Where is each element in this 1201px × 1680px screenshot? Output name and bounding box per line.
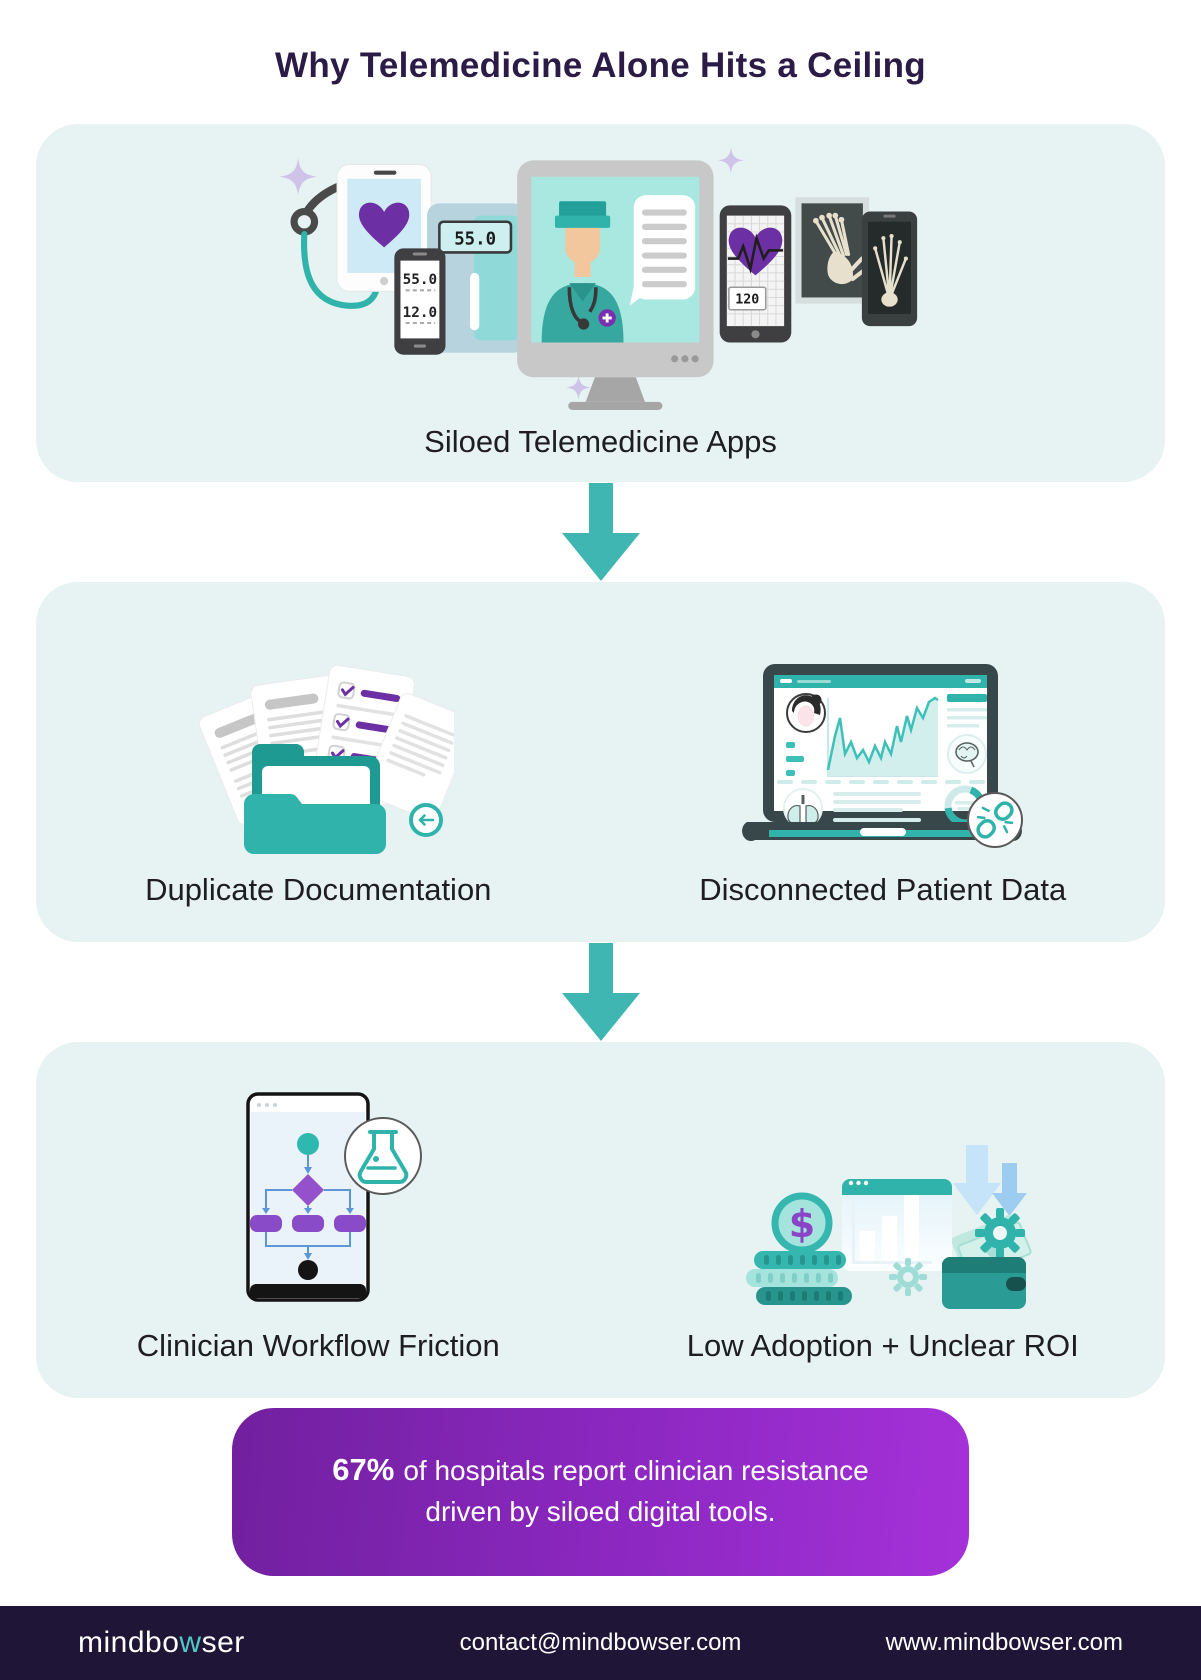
area-chart bbox=[826, 696, 939, 777]
website-link[interactable]: www.mindbowser.com bbox=[885, 1629, 1123, 1656]
stat-highlight: 67% bbox=[332, 1452, 395, 1487]
svg-text:120: 120 bbox=[735, 293, 759, 308]
hand-xray-icon bbox=[861, 211, 917, 327]
stat-line1: of hospitals report clinician resistance bbox=[403, 1455, 869, 1486]
svg-text:$: $ bbox=[789, 1202, 815, 1246]
telemedicine-devices-illustration: 55.0 55.0 12.0 bbox=[271, 144, 931, 410]
bp-monitor-icon: 55.0 bbox=[426, 203, 525, 353]
lungs-icon bbox=[782, 788, 823, 828]
folder-documents-svg bbox=[199, 664, 455, 854]
contact-email-link[interactable]: contact@mindbowser.com bbox=[459, 1629, 742, 1656]
coin-stack-icon bbox=[746, 1251, 853, 1305]
foot-xray-icon bbox=[794, 197, 869, 304]
laptop-dashboard-illustration bbox=[733, 658, 1033, 858]
folder-icon bbox=[244, 744, 387, 854]
roi-illustration: $ bbox=[730, 1099, 1035, 1314]
svg-text:55.0: 55.0 bbox=[402, 272, 436, 288]
logo-accent-letter: w bbox=[179, 1626, 202, 1659]
mindbowser-logo: mindbowser bbox=[78, 1626, 245, 1659]
folder-documents-illustration bbox=[182, 636, 455, 858]
vitals-phone-icon: 55.0 12.0 bbox=[393, 248, 445, 355]
disconnected-data-column: Disconnected Patient Data bbox=[601, 582, 1166, 942]
stat-text: 67% of hospitals report clinician resista… bbox=[278, 1448, 923, 1532]
step-label-workflow-friction: Clinician Workflow Friction bbox=[136, 1328, 500, 1363]
step-label-siloed-apps: Siloed Telemedicine Apps bbox=[424, 424, 777, 459]
report-text-lines bbox=[946, 694, 987, 728]
flow-connector-1 bbox=[0, 482, 1201, 582]
vitals-ticks bbox=[785, 742, 804, 776]
flow-connector-2 bbox=[0, 942, 1201, 1042]
monitor-dots bbox=[670, 355, 699, 363]
browser-bar-chart bbox=[842, 1179, 953, 1271]
laptop-dashboard-svg bbox=[741, 664, 1023, 848]
roi-svg: $ bbox=[746, 1145, 1032, 1309]
speech-bubble bbox=[629, 195, 695, 306]
down-arrow-icon bbox=[561, 943, 640, 1041]
step-label-disconnected-data: Disconnected Patient Data bbox=[699, 872, 1067, 907]
brain-icon bbox=[946, 734, 987, 774]
tablet-flowchart-illustration bbox=[193, 1084, 443, 1314]
doctor-figure bbox=[541, 201, 624, 343]
page-title: Why Telemedicine Alone Hits a Ceiling bbox=[275, 46, 926, 85]
divider-dashes bbox=[776, 780, 985, 784]
workflow-friction-column: Clinician Workflow Friction bbox=[36, 1042, 601, 1398]
duplicate-documentation-column: Duplicate Documentation bbox=[36, 582, 601, 942]
broken-link-icon bbox=[966, 792, 1023, 848]
stamp-arrow-icon bbox=[409, 803, 444, 837]
down-arrow-icon bbox=[561, 483, 640, 581]
laptop-base bbox=[741, 822, 1022, 842]
card-siloed-telemedicine-apps: 55.0 55.0 12.0 bbox=[36, 124, 1165, 482]
document-icon bbox=[364, 693, 455, 821]
ecg-tablet-icon: 120 bbox=[719, 205, 791, 343]
svg-text:12.0: 12.0 bbox=[402, 305, 436, 321]
gear-icon bbox=[975, 1208, 1026, 1258]
wallet-icon bbox=[942, 1257, 1027, 1309]
down-trend-arrows-icon bbox=[953, 1145, 1028, 1216]
stat-banner: 67% of hospitals report clinician resista… bbox=[232, 1408, 969, 1576]
footer-bar: mindbowser contact@mindbowser.com www.mi… bbox=[0, 1606, 1201, 1680]
step-label-low-adoption-roi: Low Adoption + Unclear ROI bbox=[686, 1328, 1079, 1363]
lab-flask-icon bbox=[344, 1117, 423, 1195]
card-documentation-and-data: Duplicate Documentation bbox=[36, 582, 1165, 942]
low-adoption-roi-column: $ bbox=[601, 1042, 1166, 1398]
step-label-duplicate-documentation: Duplicate Documentation bbox=[145, 872, 492, 907]
patient-avatar bbox=[785, 693, 826, 733]
tablet-flowchart-svg bbox=[246, 1092, 423, 1302]
stat-line2: driven by siloed digital tools. bbox=[425, 1496, 776, 1528]
doctor-monitor-icon bbox=[516, 160, 714, 410]
gear-icon bbox=[889, 1258, 928, 1296]
dollar-coin-icon: $ bbox=[771, 1192, 833, 1254]
svg-text:55.0: 55.0 bbox=[454, 229, 496, 249]
flowchart bbox=[250, 1133, 367, 1280]
card-workflow-and-roi: Clinician Workflow Friction bbox=[36, 1042, 1165, 1398]
telemedicine-devices-svg: 55.0 55.0 12.0 bbox=[278, 147, 917, 410]
